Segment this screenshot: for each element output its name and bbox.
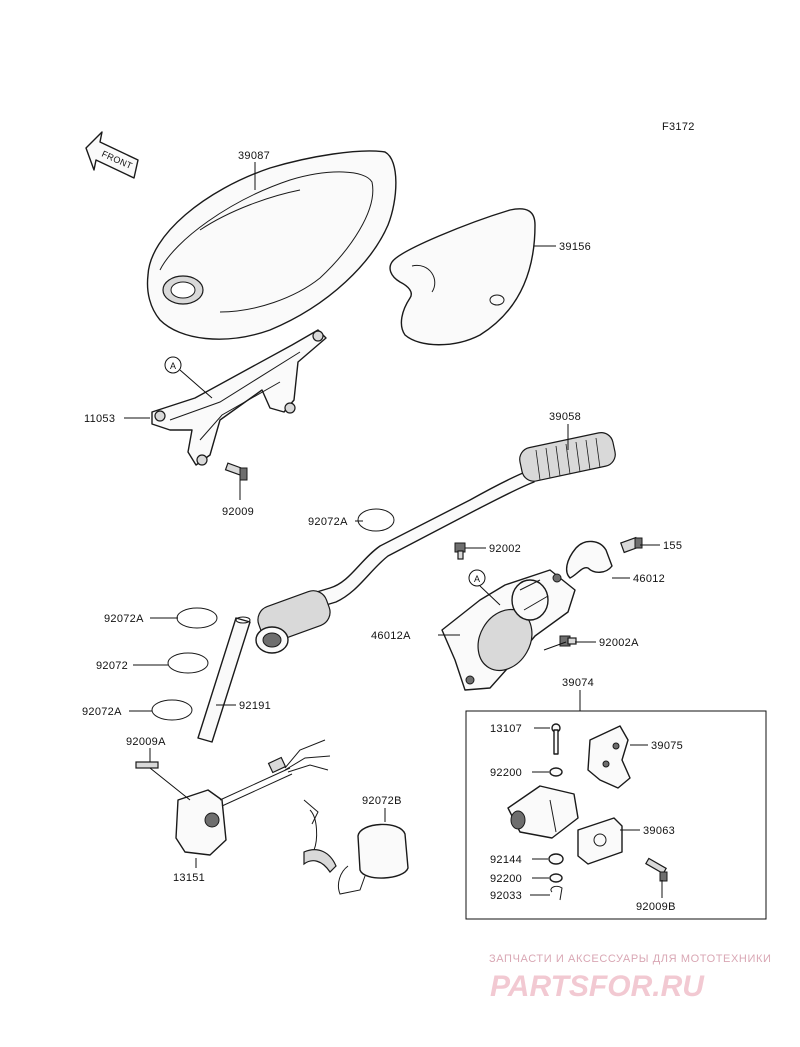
label-39074: 39074: [562, 677, 594, 689]
clamp-92072a-top: [357, 508, 395, 532]
bolt-92002a: [559, 635, 577, 647]
label-92191: 92191: [239, 700, 271, 712]
switch-13151: [135, 739, 331, 856]
spring-92144: [548, 853, 564, 865]
bolt-92002: [454, 542, 466, 560]
label-92002: 92002: [489, 543, 521, 555]
bolt-155: [620, 536, 643, 554]
ref-marker-a-lower-label: A: [474, 574, 480, 584]
bolt-92009b: [645, 857, 668, 882]
label-39063: 39063: [643, 825, 675, 837]
assembly-box-39074: [465, 710, 767, 920]
lever-39075: [587, 725, 631, 789]
label-92072a-top: 92072A: [308, 516, 348, 528]
block-39063: [577, 817, 623, 865]
label-11053: 11053: [84, 413, 115, 425]
label-92072a-2: 92072A: [82, 706, 122, 718]
label-46012a: 46012A: [371, 630, 411, 642]
clip-92033: [550, 885, 563, 901]
lever-holder: [507, 785, 579, 839]
label-39075: 39075: [651, 740, 683, 752]
clamp-92072a-1: [176, 607, 218, 629]
seat-39087: [146, 150, 397, 340]
label-92033: 92033: [490, 890, 522, 902]
ref-marker-a-lower: A: [468, 569, 501, 606]
label-39087: 39087: [238, 150, 270, 162]
holder-46012a: [441, 569, 576, 691]
tube-92191: [197, 616, 251, 743]
washer-92200-1: [549, 767, 563, 777]
holder-46012: [565, 540, 613, 579]
label-92009a: 92009A: [126, 736, 166, 748]
front-arrow-icon: FRONT: [85, 131, 139, 179]
label-92002a: 92002A: [599, 637, 639, 649]
label-155: 155: [663, 540, 682, 552]
label-92072b: 92072B: [362, 795, 402, 807]
bracket-11053: [151, 329, 327, 466]
clamp-92072: [167, 652, 209, 674]
label-13107: 13107: [490, 723, 522, 735]
label-92144: 92144: [490, 854, 522, 866]
label-39156: 39156: [559, 241, 591, 253]
handlebar-39058: [255, 432, 616, 654]
label-46012: 46012: [633, 573, 665, 585]
label-92200-2: 92200: [490, 873, 522, 885]
figure-code: F3172: [662, 121, 695, 133]
label-92072: 92072: [96, 660, 128, 672]
label-39058: 39058: [549, 411, 581, 423]
label-92072a-1: 92072A: [104, 613, 144, 625]
label-13151: 13151: [173, 872, 205, 884]
clamp-92072a-2: [151, 699, 193, 721]
bolt-92009: [224, 462, 248, 481]
ref-marker-a-top-label: A: [170, 361, 176, 371]
label-92009: 92009: [222, 506, 254, 518]
ref-marker-a-top: A: [164, 356, 213, 399]
part-labels: 39087 39156 11053 92009 92072A 39058 920…: [82, 150, 683, 913]
clamp-92072b: [303, 799, 409, 895]
watermark-line2: PARTSFOR.RU: [490, 970, 705, 1003]
leader-lines: [124, 162, 663, 898]
pin-13107: [551, 723, 561, 755]
watermark-line1: ЗАПЧАСТИ И АКСЕССУАРЫ ДЛЯ МОТОТЕХНИКИ: [489, 953, 771, 965]
label-92200-1: 92200: [490, 767, 522, 779]
washer-92200-2: [549, 873, 563, 883]
label-92009b: 92009B: [636, 901, 676, 913]
watermark: ЗАПЧАСТИ И АКСЕССУАРЫ ДЛЯ МОТОТЕХНИКИ PA…: [489, 953, 771, 1003]
pad-39156: [389, 208, 536, 346]
